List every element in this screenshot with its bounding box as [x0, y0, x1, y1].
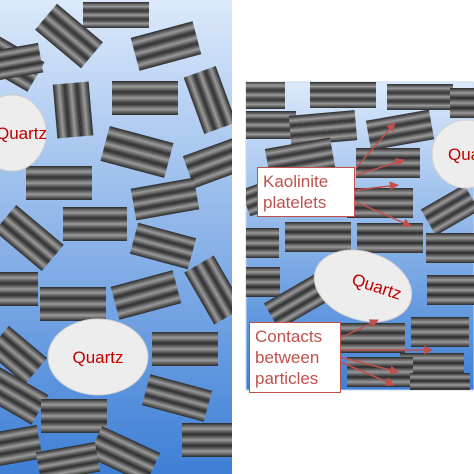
kaolinite-platelet-stack [52, 81, 94, 139]
kaolinite-platelet-stack [347, 357, 413, 387]
callout-line: Kaolinite [263, 172, 329, 191]
kaolinite-platelet-stack [387, 84, 453, 110]
kaolinite-platelet-stack [35, 442, 101, 474]
callout-line: platelets [263, 193, 327, 212]
kaolinite-platelet-stack [87, 426, 161, 474]
kaolinite-platelet-stack [35, 3, 103, 69]
kaolinite-arrows [355, 122, 412, 227]
quartz-particle [431, 119, 474, 189]
quartz-label: Quartz [0, 124, 47, 143]
kaolinite-platelet-stack [152, 332, 218, 366]
kaolinite-platelet-stack [0, 42, 44, 82]
kaolinite-platelet-stack [246, 267, 280, 297]
kaolinite-platelet-stack [263, 270, 337, 330]
kaolinite-platelet-stack [246, 228, 279, 258]
kaolinite-platelet-stack [182, 137, 232, 189]
kaolinite-platelet-stack [183, 65, 232, 135]
kaolinite-platelet-stack [420, 184, 474, 236]
kaolinite-platelet-stack [26, 166, 92, 200]
contacts-callout: Contacts between particles [249, 322, 341, 393]
quartz-particle [0, 94, 47, 172]
kaolinite-platelet-stack [110, 270, 182, 320]
kaolinite-platelet-stack [100, 126, 174, 178]
callout-line: Contacts [255, 327, 323, 346]
kaolinite-callout: Kaolinite platelets [257, 167, 355, 217]
kaolinite-platelet-stack [411, 317, 469, 347]
contacts-arrows [335, 319, 433, 386]
kaolinite-platelet-stack [357, 223, 423, 253]
quartz-label: Quartz [72, 348, 123, 367]
kaolinite-platelet-stack [0, 424, 43, 468]
kaolinite-platelet-stack [426, 233, 474, 263]
kaolinite-platelet-stack [182, 423, 232, 457]
kaolinite-platelet-stack [450, 88, 474, 118]
kaolinite-platelet-stack [246, 82, 285, 109]
left-panel-platelets [0, 2, 232, 474]
kaolinite-platelet-stack [83, 2, 149, 28]
quartz-particle [313, 249, 413, 323]
kaolinite-platelet-stack [141, 374, 213, 422]
kaolinite-platelet-stack [246, 111, 296, 139]
kaolinite-platelet-stack [310, 82, 376, 108]
kaolinite-platelet-stack [356, 148, 420, 178]
kaolinite-platelet-stack [130, 177, 200, 221]
kaolinite-platelet-stack [410, 373, 470, 390]
kaolinite-platelet-stack [0, 272, 38, 306]
kaolinite-platelet-stack [285, 222, 351, 252]
kaolinite-platelet-stack [41, 399, 107, 433]
kaolinite-platelet-stack [0, 365, 49, 425]
kaolinite-platelet-stack [427, 275, 474, 305]
kaolinite-platelet-stack [0, 205, 64, 271]
kaolinite-platelet-stack [40, 287, 106, 321]
kaolinite-platelet-stack [184, 255, 232, 325]
kaolinite-platelet-stack [63, 207, 127, 241]
kaolinite-platelet-stack [0, 325, 48, 385]
callout-line: between [255, 348, 320, 367]
kaolinite-platelet-stack [339, 323, 405, 353]
callout-line: particles [255, 369, 319, 388]
kaolinite-platelet-stack [129, 222, 197, 270]
quartz-particle [47, 318, 149, 396]
kaolinite-platelet-stack [130, 21, 202, 71]
quartz-label: Quartz [448, 145, 474, 164]
kaolinite-platelet-stack [112, 81, 178, 115]
